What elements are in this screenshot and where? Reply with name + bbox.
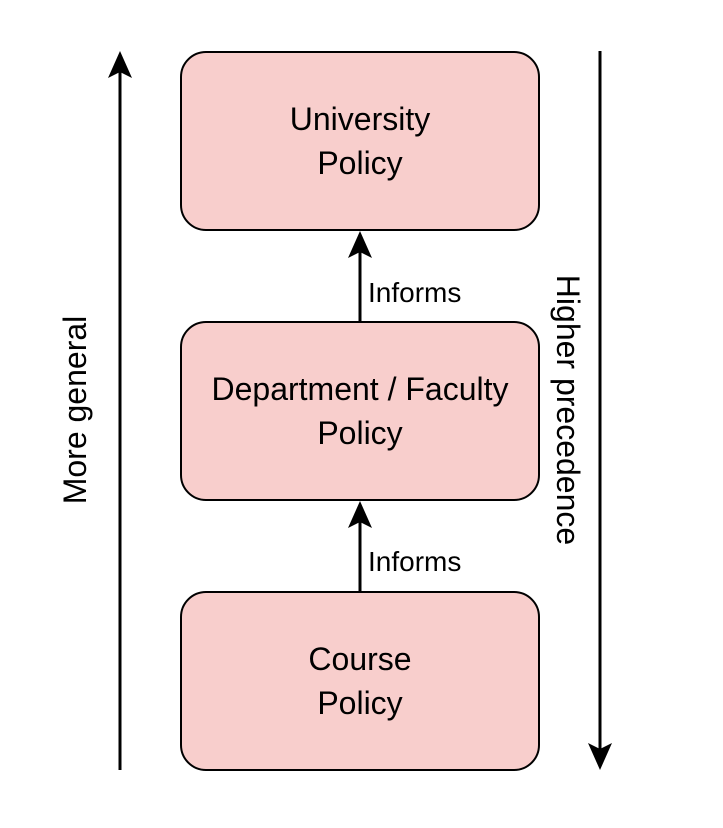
university-policy-box: University Policy [180,51,540,231]
department-faculty-policy-box: Department / Faculty Policy [180,321,540,501]
course-policy-label-line2: Policy [317,685,403,721]
more-general-label: More general [57,315,93,505]
department-policy-label-line1: Department / Faculty [211,371,509,407]
more-general-arrow [108,51,132,770]
higher-precedence-arrow [588,51,612,770]
informs-arrow-department-to-university [348,231,372,321]
university-policy-label-line1: University [289,101,431,137]
informs-label-lower: Informs [368,546,462,577]
university-policy-label-line2: Policy [317,145,403,181]
course-policy-box: Course Policy [180,591,540,771]
higher-precedence-label: Higher precedence [550,274,586,546]
informs-arrow-course-to-department [348,501,372,591]
course-policy-label-line1: Course [308,641,412,677]
department-policy-label-line2: Policy [317,415,403,451]
informs-label-upper: Informs [368,277,462,308]
